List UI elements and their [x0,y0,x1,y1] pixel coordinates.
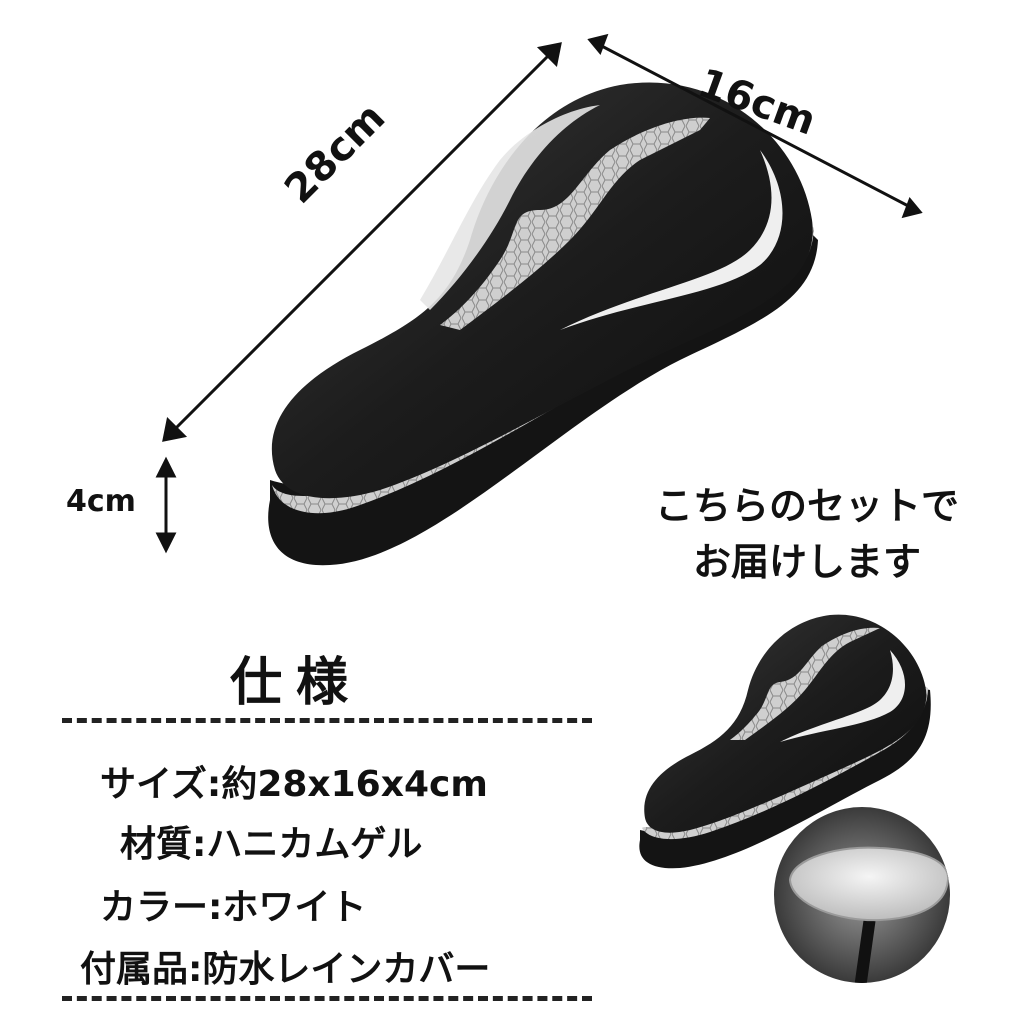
main-saddle-image [268,82,818,566]
spec-title: 仕様 [230,653,363,713]
set-saddle-image [639,614,931,869]
width-arrow-head-end [901,197,923,219]
spec-divider-bottom [62,996,592,1001]
spec-color: カラー:ホワイト [100,887,367,928]
height-arrow-head-end [155,532,177,554]
length-arrow-head-end [536,42,562,68]
length-arrow-line [166,46,558,438]
length-arrow-head-start [162,416,188,442]
width-arrow-head-start [587,33,609,55]
width-arrow-line [593,40,917,212]
height-dimension-label: 4cm [66,484,136,519]
rain-cover-image [774,807,950,983]
set-delivery-note: こちらのセットで お届けします [612,478,1002,590]
set-note-line-2: お届けします [692,540,921,584]
dimension-arrows [155,33,923,554]
height-arrow-head-start [155,456,177,478]
spec-material: 材質:ハニカムゲル [120,824,423,865]
set-note-line-1: こちらのセットで [654,484,959,528]
spec-accessory: 付属品:防水レインカバー [80,949,491,990]
spec-divider-top [62,718,592,723]
spec-size: サイズ:約28x16x4cm [100,764,488,805]
